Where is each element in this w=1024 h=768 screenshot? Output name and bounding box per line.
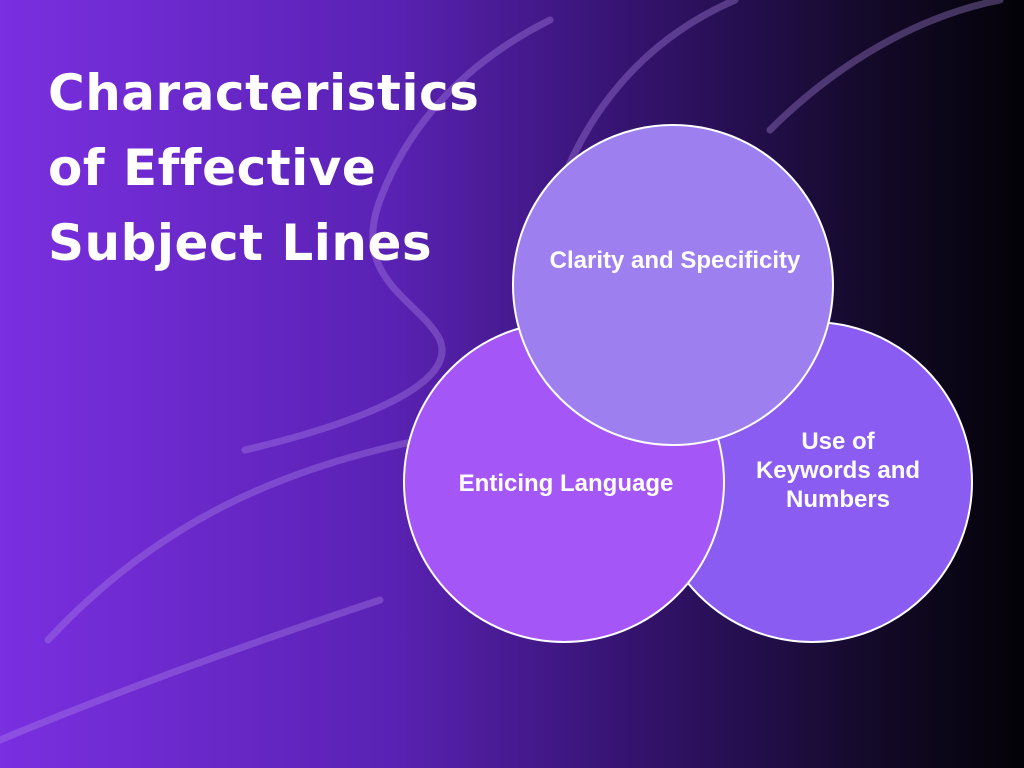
- title-line-1: Characteristics: [48, 64, 480, 122]
- page-title: Characteristics of Effective Subject Lin…: [48, 56, 568, 281]
- circle-clarity-specificity: Clarity and Specificity: [512, 124, 834, 446]
- title-line-3: Subject Lines: [48, 214, 433, 272]
- circle-label-clarity-specificity: Clarity and Specificity: [549, 247, 801, 274]
- circle-label-keywords-numbers: Use of Keywords and Numbers: [755, 428, 921, 513]
- circle-label-enticing-language: Enticing Language: [458, 470, 674, 497]
- title-line-2: of Effective: [48, 139, 377, 197]
